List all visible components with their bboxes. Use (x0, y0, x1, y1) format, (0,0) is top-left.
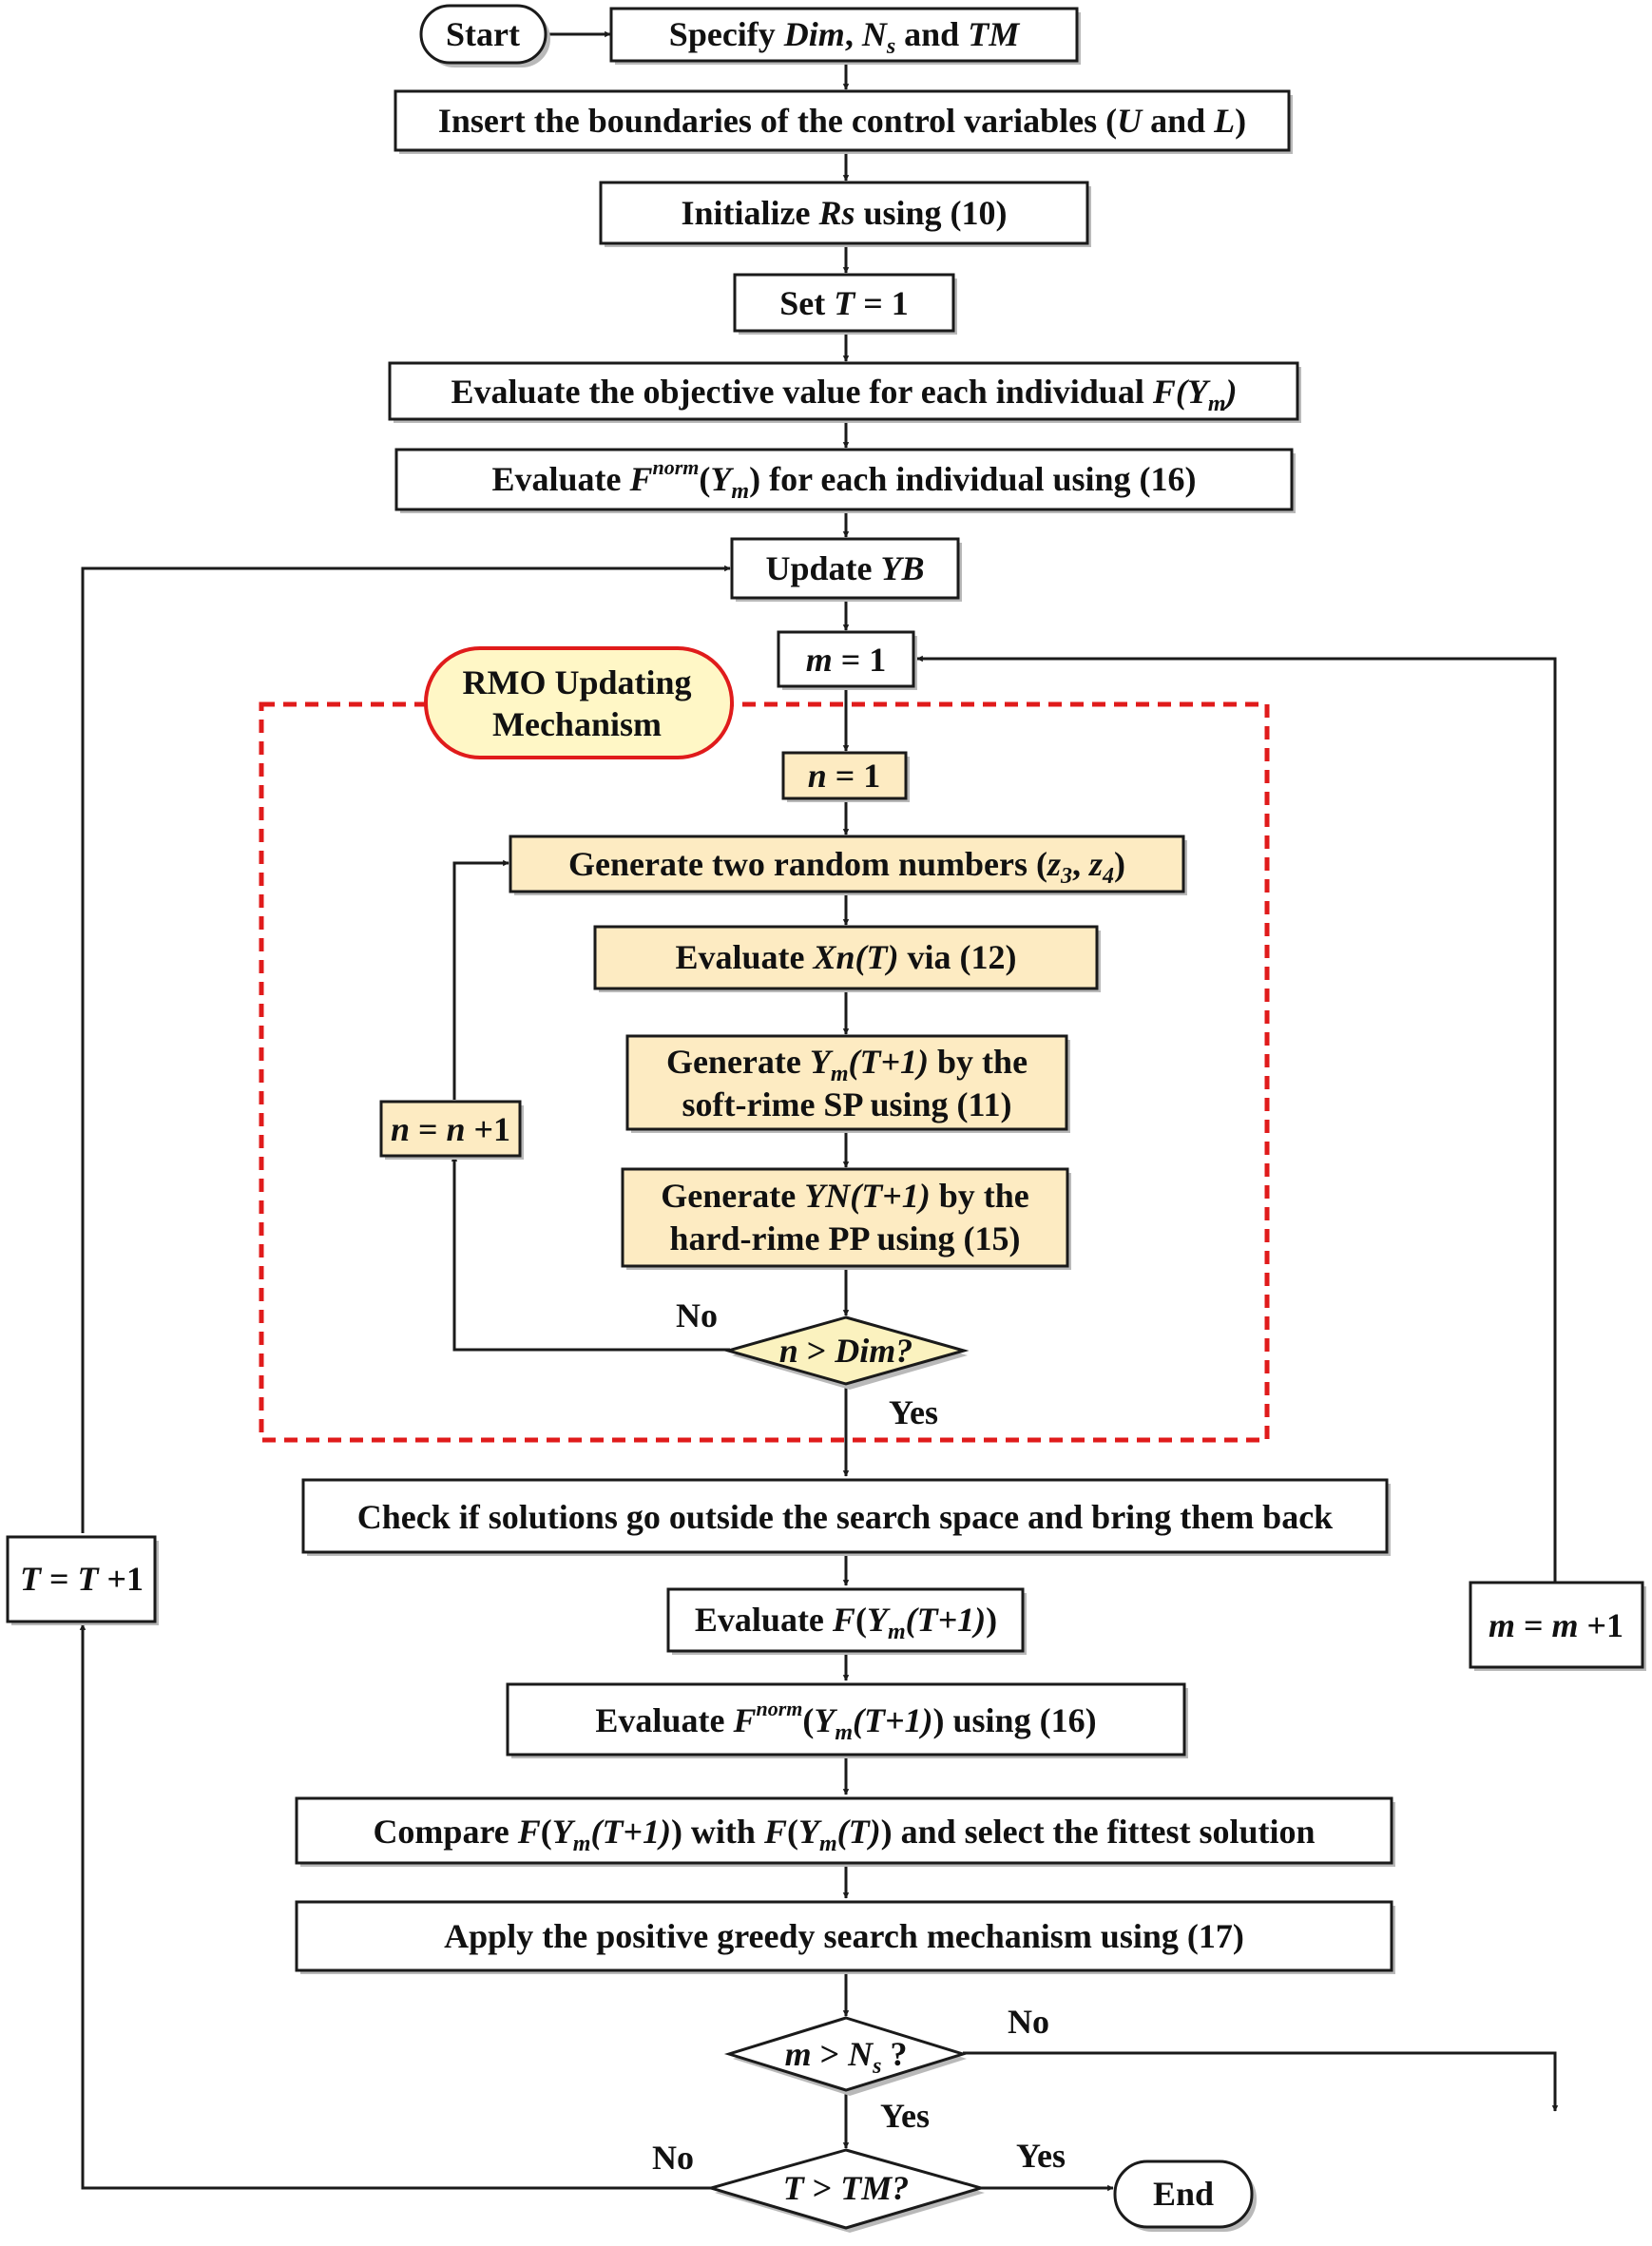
generate-random-box: Generate two random numbers (z3, z4) (509, 835, 1187, 895)
eval-objective-box: Evaluate the objective value for each in… (388, 361, 1301, 423)
m-equals-1-label: m = 1 (806, 641, 887, 679)
edge-ninc-genrandom (452, 859, 509, 1100)
ns-yes-label: Yes (880, 2097, 930, 2135)
decision-t-gt-tm: T > TM? (705, 2148, 987, 2233)
check-bounds-box: Check if solutions go outside the search… (301, 1478, 1391, 1556)
generate-yn-line2: hard-rime PP using (15) (670, 1219, 1021, 1257)
t-increment-box: T = T +1 (6, 1535, 159, 1625)
start-terminal: Start (419, 4, 550, 67)
t-increment-label: T = T +1 (20, 1560, 144, 1598)
update-yb-label: Update YB (765, 549, 924, 587)
eval-fnorm-next-box: Evaluate Fnorm(Ym(T+1)) using (16) (506, 1682, 1188, 1758)
tm-yes-label: Yes (1016, 2137, 1066, 2175)
generate-ym-line1: Generate Ym(T+1) by the (666, 1043, 1028, 1086)
evaluate-xn-label: Evaluate Xn(T) via (12) (676, 938, 1017, 976)
eval-fnorm-box: Evaluate Fnorm(Ym) for each individual u… (394, 448, 1296, 513)
edge-ndim-no-ninc (451, 1155, 730, 1352)
set-t-label: Set T = 1 (779, 284, 909, 322)
initialize-box: Initialize Rs using (10) (599, 181, 1091, 247)
eval-fnorm-label: Evaluate Fnorm(Ym) for each individual u… (491, 455, 1196, 504)
edge-ttm-no-tinc (79, 1623, 711, 2190)
decision-n-gt-dim: n > Dim? (722, 1315, 970, 1390)
rmo-label-line2: Mechanism (492, 705, 662, 743)
eval-f-next-box: Evaluate F(Ym(T+1)) (666, 1587, 1027, 1655)
end-terminal: End (1113, 2160, 1257, 2232)
ns-no-label: No (1008, 2003, 1049, 2041)
compare-box: Compare F(Ym(T+1)) with F(Ym(T)) and sel… (295, 1796, 1395, 1867)
boundaries-label: Insert the boundaries of the control var… (438, 102, 1246, 140)
rmo-region-border (259, 701, 1270, 1443)
generate-random-label: Generate two random numbers (z3, z4) (568, 845, 1125, 889)
update-yb-box: Update YB (730, 537, 962, 602)
tm-no-label: No (652, 2139, 694, 2177)
m-increment-label: m = m +1 (1489, 1606, 1623, 1644)
decision-t-gt-tm-label: T > TM? (783, 2169, 910, 2207)
greedy-search-box: Apply the positive greedy search mechani… (295, 1900, 1395, 1974)
n-increment-label: n = n +1 (391, 1110, 510, 1148)
eval-f-next-label: Evaluate F(Ym(T+1)) (695, 1601, 997, 1644)
generate-yn-box: Generate YN(T+1) by the hard-rime PP usi… (621, 1167, 1071, 1270)
specify-label: Specify Dim, Ns and TM (669, 15, 1021, 59)
rmo-label-line1: RMO Updating (462, 663, 691, 701)
edge-mns-no-minc (963, 2051, 1559, 2112)
n-equals-1-box: n = 1 (781, 751, 910, 802)
rmo-mechanism-label: RMO Updating Mechanism (424, 646, 734, 759)
dim-no-label: No (676, 1296, 718, 1334)
evaluate-xn-box: Evaluate Xn(T) via (12) (593, 925, 1101, 992)
boundaries-box: Insert the boundaries of the control var… (394, 89, 1293, 154)
generate-ym-box: Generate Ym(T+1) by the soft-rime SP usi… (625, 1034, 1070, 1133)
check-bounds-label: Check if solutions go outside the search… (357, 1498, 1333, 1536)
generate-ym-line2: soft-rime SP using (11) (682, 1085, 1012, 1123)
specify-box: Specify Dim, Ns and TM (609, 7, 1081, 65)
initialize-label: Initialize Rs using (10) (681, 194, 1007, 232)
m-increment-box: m = m +1 (1469, 1581, 1646, 1671)
eval-fnorm-next-label: Evaluate Fnorm(Ym(T+1)) using (16) (595, 1697, 1096, 1745)
decision-m-gt-ns-label: m > Ns ? (785, 2035, 908, 2079)
m-equals-1-box: m = 1 (777, 630, 917, 690)
end-label: End (1153, 2175, 1214, 2213)
n-equals-1-label: n = 1 (808, 757, 881, 795)
edge-minc-m1 (916, 655, 1557, 1594)
decision-m-gt-ns: m > Ns ? (723, 2016, 969, 2096)
decision-n-gt-dim-label: n > Dim? (779, 1332, 913, 1370)
start-label: Start (446, 15, 520, 53)
edge-tinc-updateyb (81, 565, 731, 1533)
set-t-box: Set T = 1 (733, 273, 957, 335)
eval-objective-label: Evaluate the objective value for each in… (451, 373, 1238, 416)
n-increment-box: n = n +1 (379, 1100, 524, 1160)
compare-label: Compare F(Ym(T+1)) with F(Ym(T)) and sel… (373, 1813, 1315, 1856)
connectors (79, 30, 1559, 2192)
greedy-search-label: Apply the positive greedy search mechani… (444, 1917, 1244, 1955)
dim-yes-label: Yes (889, 1393, 938, 1431)
generate-yn-line1: Generate YN(T+1) by the (661, 1177, 1028, 1215)
